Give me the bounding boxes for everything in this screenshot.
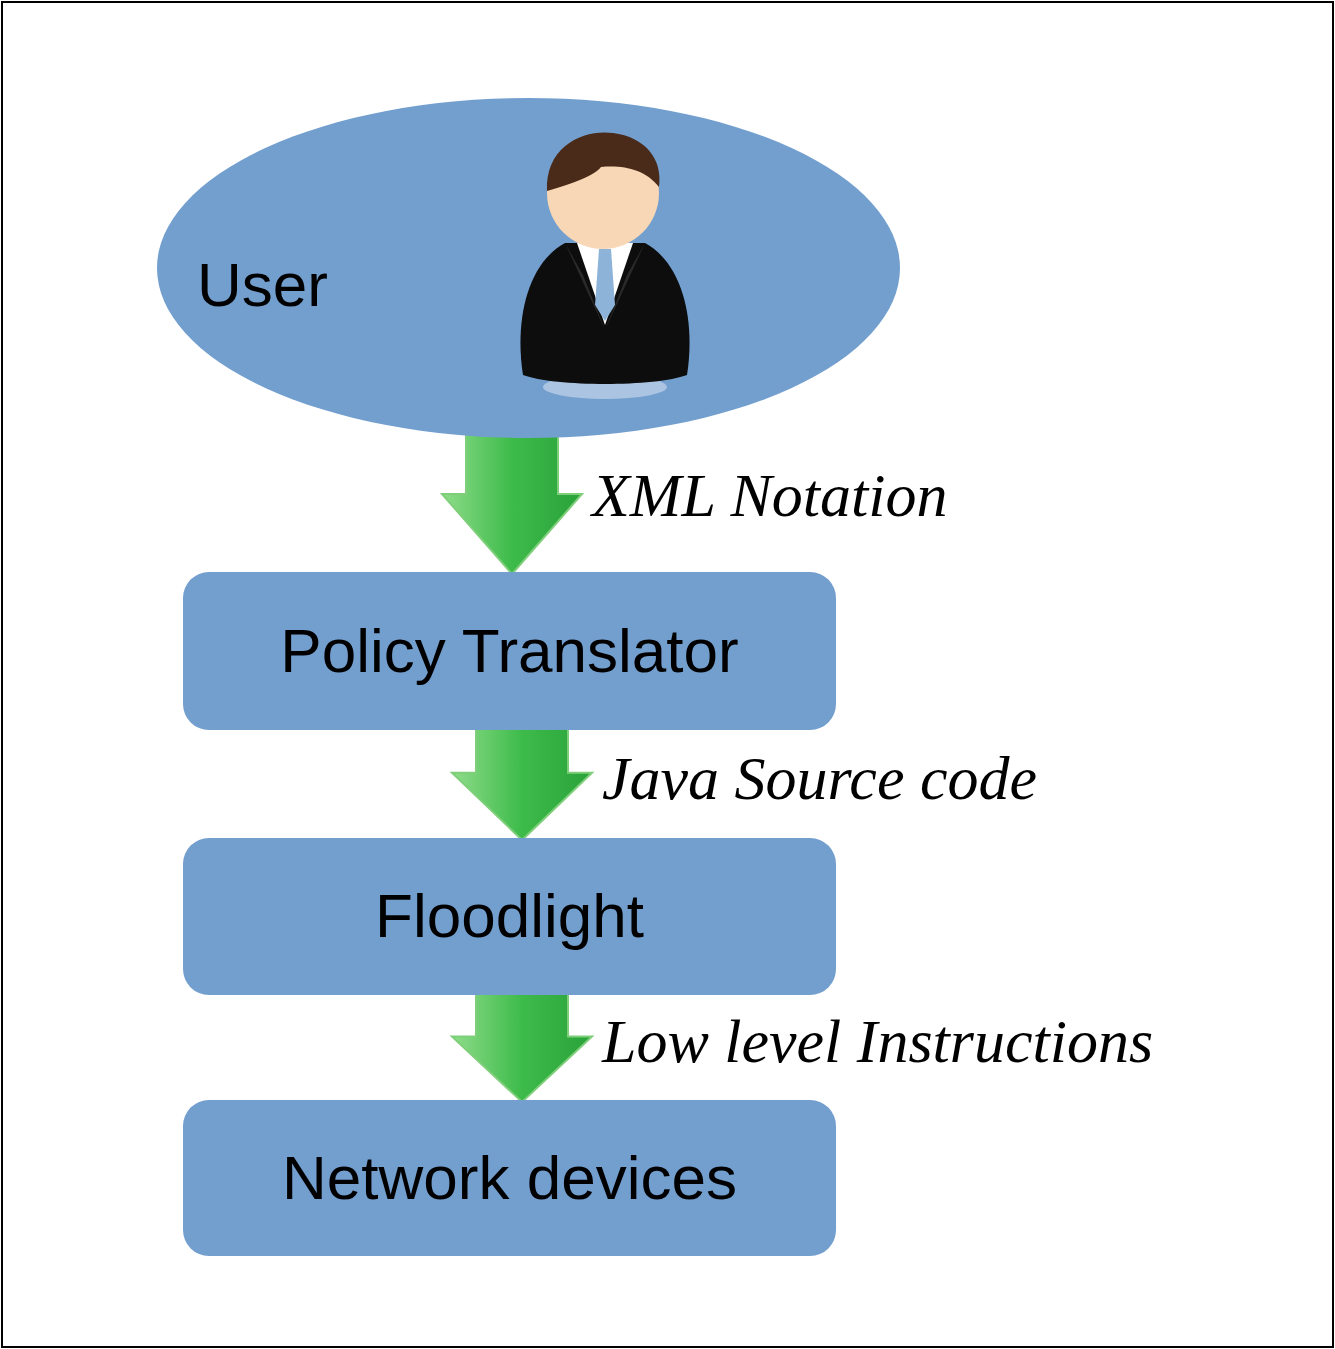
- suit: [520, 243, 689, 384]
- edge-label: Low level Instructions: [602, 1007, 1153, 1075]
- edge-label: Java Source code: [602, 744, 1037, 812]
- actor-ellipse: User: [157, 98, 900, 438]
- person-icon: [505, 125, 705, 405]
- node-label: Floodlight: [375, 882, 644, 950]
- ellipse-fill: [157, 98, 900, 438]
- edge-label: XML Notation: [592, 461, 947, 529]
- flow-arrow: [442, 432, 582, 574]
- lapel: [565, 243, 645, 330]
- flow-arrow: [452, 728, 592, 840]
- person-icon-group: [520, 132, 689, 399]
- hair: [547, 132, 660, 191]
- process-box: Network devices: [183, 1100, 836, 1256]
- flow-arrow: [452, 993, 592, 1102]
- node-label: User: [197, 251, 328, 319]
- node-label: Policy Translator: [280, 617, 738, 685]
- process-box: Floodlight: [183, 838, 836, 995]
- node-label: Network devices: [282, 1144, 737, 1212]
- tie: [595, 249, 615, 321]
- process-box: Policy Translator: [183, 572, 836, 730]
